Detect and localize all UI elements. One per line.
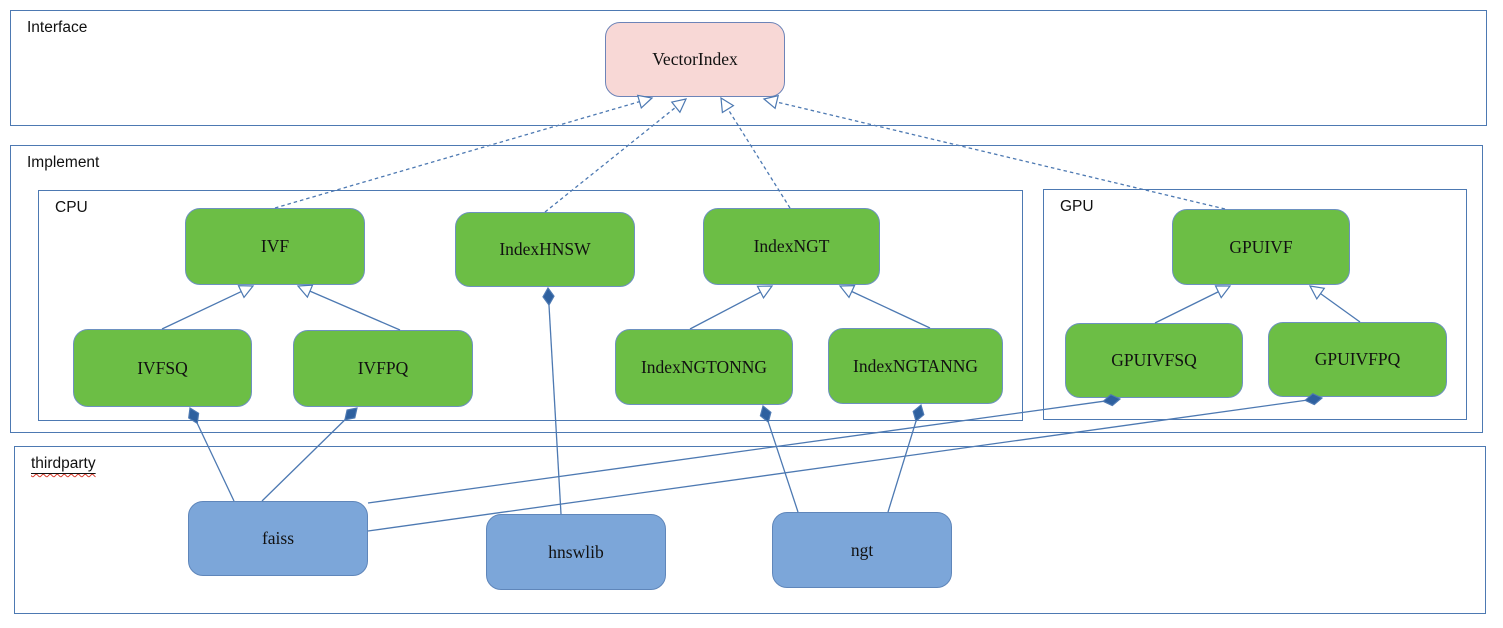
node-ivf[interactable]: IVF <box>185 208 365 285</box>
node-faiss[interactable]: faiss <box>188 501 368 576</box>
node-indexngt-label: IndexNGT <box>753 236 830 256</box>
node-vectorindex-label: VectorIndex <box>652 49 738 69</box>
node-ivfsq-label: IVFSQ <box>137 357 188 378</box>
node-ivfpq-label: IVFPQ <box>357 358 409 378</box>
node-gpuivf-label: GPUIVF <box>1229 236 1293 257</box>
node-indexngtonng-label: IndexNGTONNG <box>640 356 768 377</box>
node-ivfpq[interactable]: IVFPQ <box>293 330 473 407</box>
node-ivfsq[interactable]: IVFSQ <box>73 329 252 407</box>
section-cpu-label: CPU <box>55 199 88 216</box>
node-gpuivfsq-label: GPUIVFSQ <box>1111 350 1197 370</box>
section-interface-label: Interface <box>27 19 88 36</box>
node-gpuivfsq[interactable]: GPUIVFSQ <box>1065 323 1243 398</box>
node-ivf-label: IVF <box>260 236 290 256</box>
section-thirdparty-label: thirdparty <box>31 455 96 472</box>
node-indexngtonng[interactable]: IndexNGTONNG <box>615 329 793 405</box>
node-gpuivfpq[interactable]: GPUIVFPQ <box>1268 322 1447 397</box>
section-implement-label: Implement <box>27 154 100 171</box>
node-indexngtanng-label: IndexNGTANNG <box>853 355 978 376</box>
node-ngt-label: ngt <box>850 539 874 560</box>
node-gpuivfpq-label: GPUIVFPQ <box>1314 349 1401 369</box>
node-indexhnsw[interactable]: IndexHNSW <box>455 212 635 287</box>
node-vectorindex[interactable]: VectorIndex <box>605 22 785 97</box>
node-indexhnsw-label: IndexHNSW <box>499 239 591 259</box>
node-gpuivf[interactable]: GPUIVF <box>1172 209 1350 285</box>
node-indexngt[interactable]: IndexNGT <box>703 208 880 285</box>
node-faiss-label: faiss <box>261 528 295 548</box>
node-indexngtanng[interactable]: IndexNGTANNG <box>828 328 1003 404</box>
node-ngt[interactable]: ngt <box>772 512 952 588</box>
node-hnswlib[interactable]: hnswlib <box>486 514 666 590</box>
node-hnswlib-label: hnswlib <box>548 541 604 562</box>
